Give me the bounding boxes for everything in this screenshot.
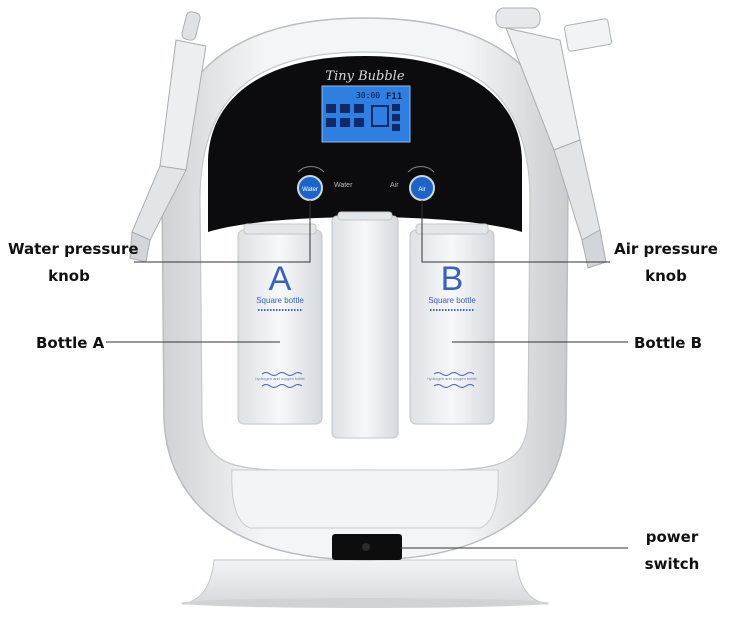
- bottle-b: B Square bottle hydrogen and oxygen bott…: [409, 223, 495, 425]
- lcd-timer: 30:00: [356, 91, 380, 100]
- bottle-a-caption: Square bottle: [256, 296, 304, 305]
- bottom-tray: [231, 469, 499, 529]
- left-handpiece: [129, 11, 207, 263]
- control-panel: [208, 56, 522, 232]
- bottle-a-letter: A: [269, 260, 292, 298]
- water-pressure-line2: knob: [48, 267, 90, 285]
- leader-air: [421, 200, 610, 263]
- right-handpiece: [495, 7, 612, 269]
- power-switch-label: power switch: [630, 524, 714, 578]
- bottle-b-footnote: hydrogen and oxygen bottle: [427, 376, 477, 381]
- bottle-a-label: Bottle A: [36, 334, 105, 352]
- power-switch-line2: switch: [644, 555, 700, 573]
- bottle-a: A Square bottle hydrogen and oxygen bott…: [237, 223, 323, 425]
- base-stand: [181, 559, 549, 608]
- bottle-b-label: Bottle B: [634, 334, 703, 352]
- bottle-a-footnote: hydrogen and oxygen bottle: [255, 376, 305, 381]
- power-switch-line1: power: [645, 528, 699, 546]
- brand-script-title: Tiny Bubble: [325, 69, 404, 84]
- power-switch-dot: [362, 543, 370, 551]
- water-pressure-knob-label: Water pressure knob: [8, 236, 139, 290]
- lcd-icon-grid: [326, 104, 400, 131]
- bottle-b-caption: Square bottle: [428, 296, 476, 305]
- air-pressure-line2: knob: [645, 267, 687, 285]
- water-knob-label: Water: [302, 187, 318, 193]
- bottle-center: [331, 211, 399, 439]
- air-knob-label: Air: [418, 187, 425, 193]
- water-side-label: Water: [334, 182, 353, 189]
- air-side-label: Air: [390, 182, 399, 189]
- leader-lines: [106, 200, 628, 549]
- bottle-b-letter: B: [441, 260, 464, 298]
- air-pressure-knob-label: Air pressure knob: [610, 236, 722, 290]
- lcd-mode: F11: [386, 92, 402, 102]
- lcd-screen: 30:00 F11: [321, 85, 411, 143]
- leader-water: [134, 200, 311, 263]
- air-pressure-knob[interactable]: Air: [407, 166, 435, 201]
- air-pressure-line1: Air pressure: [614, 240, 718, 258]
- water-pressure-line1: Water pressure: [8, 240, 139, 258]
